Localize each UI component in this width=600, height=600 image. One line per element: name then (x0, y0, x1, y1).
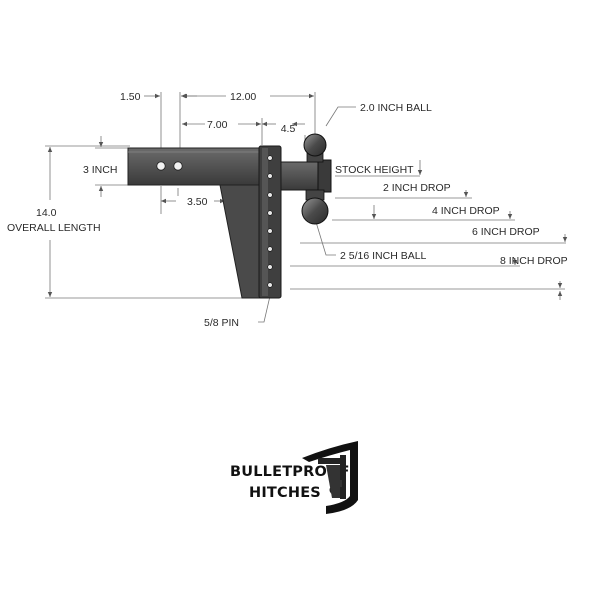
shank-hole (156, 161, 166, 171)
dimension-lines (45, 92, 568, 323)
drop-2-label: 2 INCH DROP (383, 182, 451, 194)
brand-line-2: HITCHES (249, 485, 321, 501)
hitch-body (127, 133, 332, 299)
adjustment-holes (267, 155, 273, 288)
pin-label: 5/8 PIN (204, 317, 239, 329)
dim-7-00: 7.00 (207, 119, 228, 131)
dim-1-50: 1.50 (120, 91, 141, 103)
overall-length-label: OVERALL LENGTH (7, 222, 101, 234)
receiver-shank (127, 147, 263, 186)
ball-mount (280, 161, 322, 191)
drop-6-label: 6 INCH DROP (472, 226, 540, 238)
stock-height-label: STOCK HEIGHT (335, 164, 414, 176)
dim-12-00: 12.00 (230, 91, 256, 103)
drop-4-label: 4 INCH DROP (432, 205, 500, 217)
overall-length-value: 14.0 (36, 207, 57, 219)
dim-4-5: 4.5 (281, 123, 296, 135)
ball-bottom-label: 2 5/16 INCH BALL (340, 250, 427, 262)
dim-3-inch: 3 INCH (83, 164, 117, 176)
ball-bottom (301, 197, 329, 225)
shank-hole (173, 161, 183, 171)
shield-icon (302, 441, 358, 514)
drop-leg (219, 184, 263, 299)
brand-line-1: BULLETPROOF (230, 464, 350, 480)
bulletproof-logo: BULLETPROOF HITCHES (230, 441, 358, 514)
ball-top-label: 2.0 INCH BALL (360, 102, 432, 114)
dim-3-50: 3.50 (187, 196, 208, 208)
drop-8-label: 8 INCH DROP (500, 255, 568, 267)
ball-top (303, 133, 327, 157)
